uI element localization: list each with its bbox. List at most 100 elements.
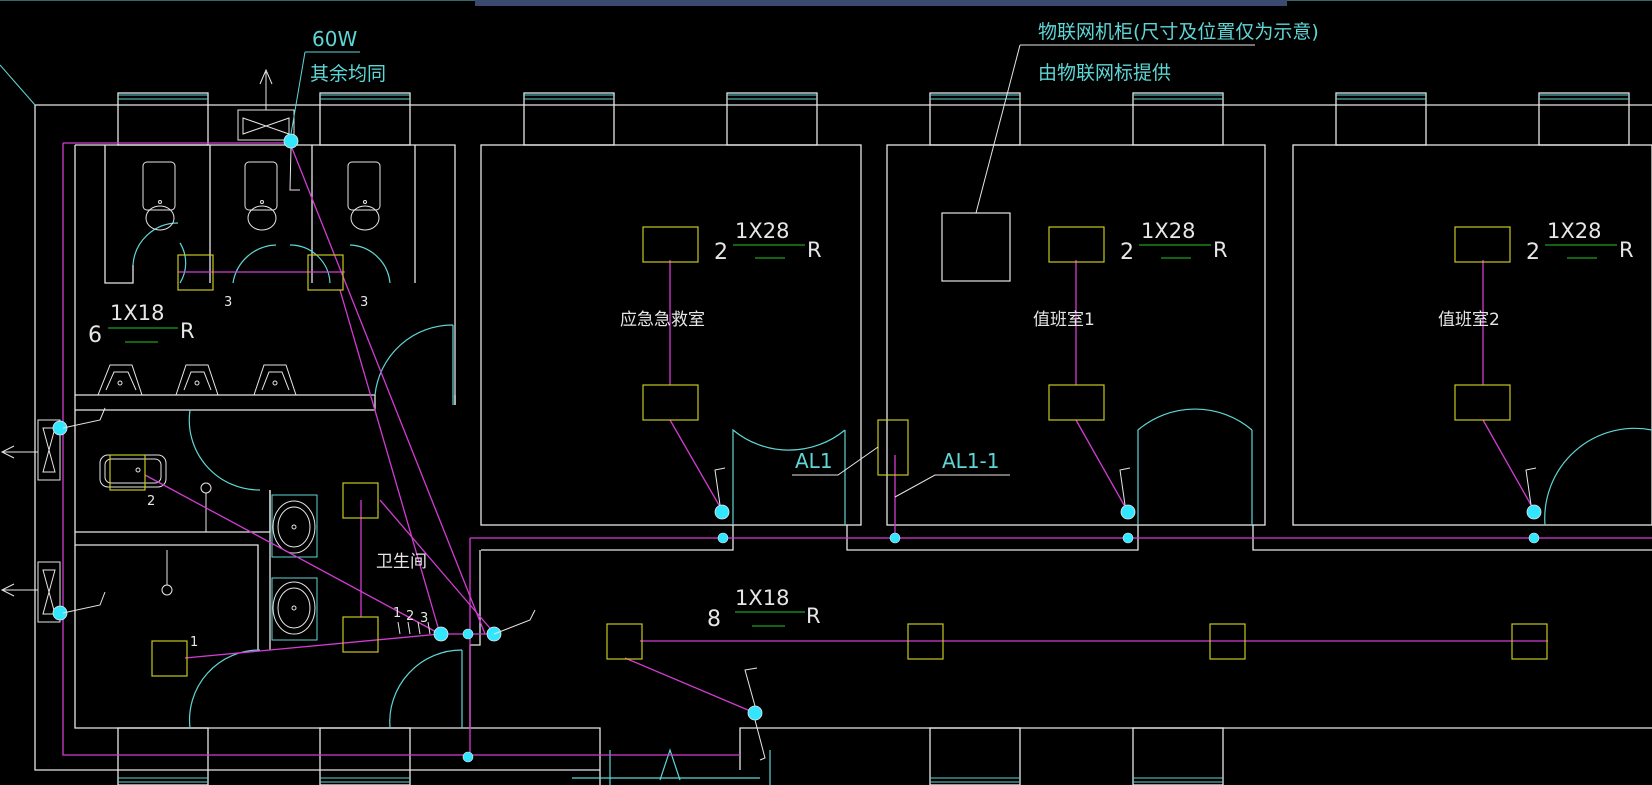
light-corridor-1 xyxy=(606,623,643,660)
door-small xyxy=(188,649,261,729)
luminaires xyxy=(109,226,1548,677)
circuit-num-1: 1 xyxy=(393,606,401,621)
office-spec-3: 1X28 xyxy=(1547,219,1601,243)
switch-node xyxy=(747,705,763,721)
exhaust-fan-left-1 xyxy=(0,419,61,481)
light-duty2-1 xyxy=(1454,226,1511,263)
wiring xyxy=(62,142,1652,756)
switch-ticks xyxy=(62,147,1537,761)
iot-leader xyxy=(975,44,1021,214)
spec-underlines xyxy=(108,244,1617,627)
urinal-wall xyxy=(75,394,376,411)
toilet-2 xyxy=(244,161,278,231)
office-count-1: 2 xyxy=(714,240,728,265)
toilet-suffix: R xyxy=(180,319,195,343)
switch-node xyxy=(52,420,68,436)
toilet-1 xyxy=(142,161,176,231)
room-label-restroom: 卫生间 xyxy=(376,552,427,572)
light-restroom-1 xyxy=(342,482,379,519)
switch-node xyxy=(52,605,68,621)
switch-node xyxy=(1526,504,1542,520)
panel-al1-box xyxy=(877,419,909,476)
office-count-3: 2 xyxy=(1526,240,1540,265)
exhaust-fan-left-2 xyxy=(0,561,61,623)
urinal-1 xyxy=(97,364,143,396)
corridor-upper-wall-3 xyxy=(1252,525,1652,551)
fan-power-label: 60W xyxy=(312,27,357,51)
circuit-num-3: 3 xyxy=(420,611,428,626)
fan-leader xyxy=(290,51,306,135)
door-shower xyxy=(188,409,261,491)
office-spec-2: 1X28 xyxy=(1141,219,1195,243)
office-suffix-3: R xyxy=(1619,238,1634,262)
switch-node xyxy=(433,626,449,642)
panel-leaders xyxy=(792,446,1010,498)
walls xyxy=(34,92,1652,785)
light-corridor-2 xyxy=(907,623,944,660)
door-restroom xyxy=(389,649,463,729)
circuit-small-room: 1 xyxy=(190,635,198,650)
toilet-spec: 1X18 xyxy=(110,301,164,325)
circuit-stall-b: 3 xyxy=(360,295,368,310)
room-duty2-wall xyxy=(1292,144,1652,526)
office-suffix-1: R xyxy=(807,238,822,262)
fan-note-label: 其余均同 xyxy=(310,63,386,85)
room-label-emergency: 应急急救室 xyxy=(620,310,705,330)
sanitary-fixtures xyxy=(97,161,381,641)
room-label-duty2: 值班室2 xyxy=(1438,310,1500,330)
corridor-suffix: R xyxy=(806,604,821,628)
floor-drain-1 xyxy=(200,482,212,532)
iot-provider-label: 由物联网标提供 xyxy=(1038,62,1171,84)
circuit-shower: 2 xyxy=(147,494,155,509)
office-suffix-2: R xyxy=(1213,238,1228,262)
iot-cabinet xyxy=(941,212,1011,282)
floor-drain-2 xyxy=(161,550,173,596)
exhaust-fan-top xyxy=(237,68,295,141)
stall-back-wall xyxy=(104,145,134,284)
office-spec-1: 1X28 xyxy=(735,219,789,243)
sink-2 xyxy=(271,577,318,641)
room-label-duty1: 值班室1 xyxy=(1033,310,1095,330)
corridor-spec: 1X18 xyxy=(735,586,789,610)
doors xyxy=(132,222,1652,785)
panel-al1-label: AL1 xyxy=(795,449,833,473)
door-duty1 xyxy=(1137,408,1253,525)
switches xyxy=(52,133,1542,721)
light-duty1-2 xyxy=(1048,384,1105,421)
circuit-stall-a: 3 xyxy=(224,295,232,310)
light-corridor-4 xyxy=(1511,623,1548,660)
toilet-3 xyxy=(347,161,381,231)
switch-node xyxy=(714,504,730,520)
switch-node xyxy=(283,133,299,149)
door-toilet xyxy=(374,324,454,396)
door-duty2 xyxy=(1544,427,1652,526)
circuit-num-2: 2 xyxy=(406,609,414,624)
light-stall-a xyxy=(177,254,214,291)
switch-node xyxy=(1120,504,1136,520)
toilet-block-left xyxy=(74,145,470,729)
small-room-wall xyxy=(75,544,259,650)
light-emergency-2 xyxy=(642,384,699,421)
panel-al1-1-label: AL1-1 xyxy=(942,449,1000,473)
light-stall-b xyxy=(307,254,344,291)
iot-cabinet-label: 物联网机柜(尺寸及位置仅为示意) xyxy=(1038,21,1319,43)
corridor-north-wall xyxy=(469,550,481,728)
light-duty2-2 xyxy=(1454,384,1511,421)
door-emergency xyxy=(732,428,846,525)
light-emergency-1 xyxy=(642,226,699,263)
exhaust-fans xyxy=(0,68,295,623)
corridor-bottom xyxy=(470,727,601,785)
light-small-room xyxy=(151,640,188,677)
corridor-upper-wall-1 xyxy=(481,525,734,551)
room-emergency-wall xyxy=(480,144,862,526)
light-duty1-1 xyxy=(1048,226,1105,263)
toilet-count: 6 xyxy=(88,323,102,348)
room-duty1-wall xyxy=(886,144,1266,526)
shower-room-wall xyxy=(75,490,271,533)
windows-top xyxy=(117,92,1630,146)
urinal-2 xyxy=(175,364,219,396)
corridor-count: 8 xyxy=(707,607,721,632)
sink-1 xyxy=(271,494,318,558)
